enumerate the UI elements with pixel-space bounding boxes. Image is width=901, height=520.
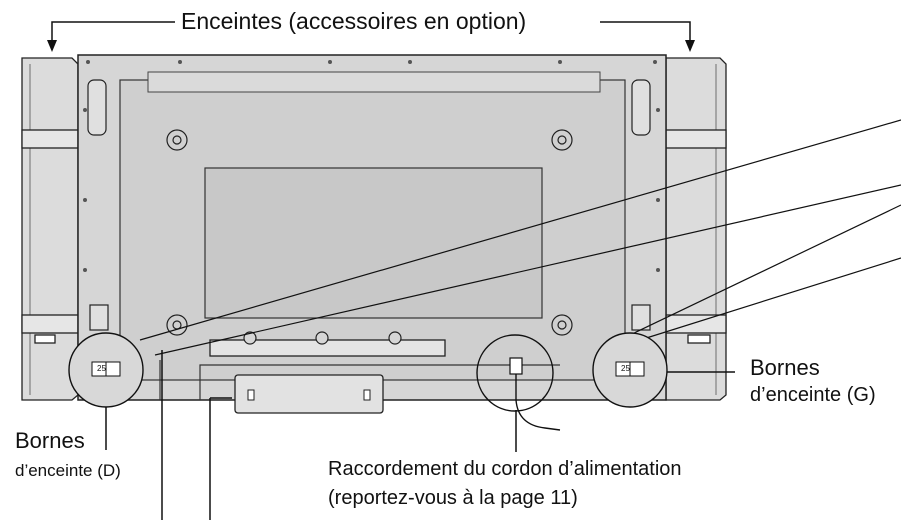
display-rear-panel <box>77 54 667 414</box>
power-connection-callout <box>476 334 561 431</box>
power-label-line1: Raccordement du cordon d’alimentation <box>328 458 682 480</box>
right-terminal-label-line1: Bornes <box>750 355 820 380</box>
right-speaker-terminal-callout <box>592 332 668 408</box>
right-terminal-label-line2: d’enceinte (G) <box>750 384 876 406</box>
left-speaker <box>21 57 79 401</box>
speakers-title: Enceintes (accessoires en option) <box>175 8 533 35</box>
right-speaker <box>665 57 727 401</box>
right-terminal-marking: 25 <box>621 364 630 373</box>
left-terminal-label-line2: d’enceinte (D) <box>15 461 121 480</box>
label-leader-lines <box>105 350 735 520</box>
left-terminal-label-line1: Bornes <box>15 428 85 453</box>
power-label-line2: (reportez-vous à la page 11) <box>328 487 578 509</box>
speaker-bracket-arrows <box>47 21 695 52</box>
left-speaker-terminal-callout <box>68 332 144 408</box>
left-terminal-marking: 25 <box>97 364 106 373</box>
zoom-callout-lines <box>139 119 901 356</box>
